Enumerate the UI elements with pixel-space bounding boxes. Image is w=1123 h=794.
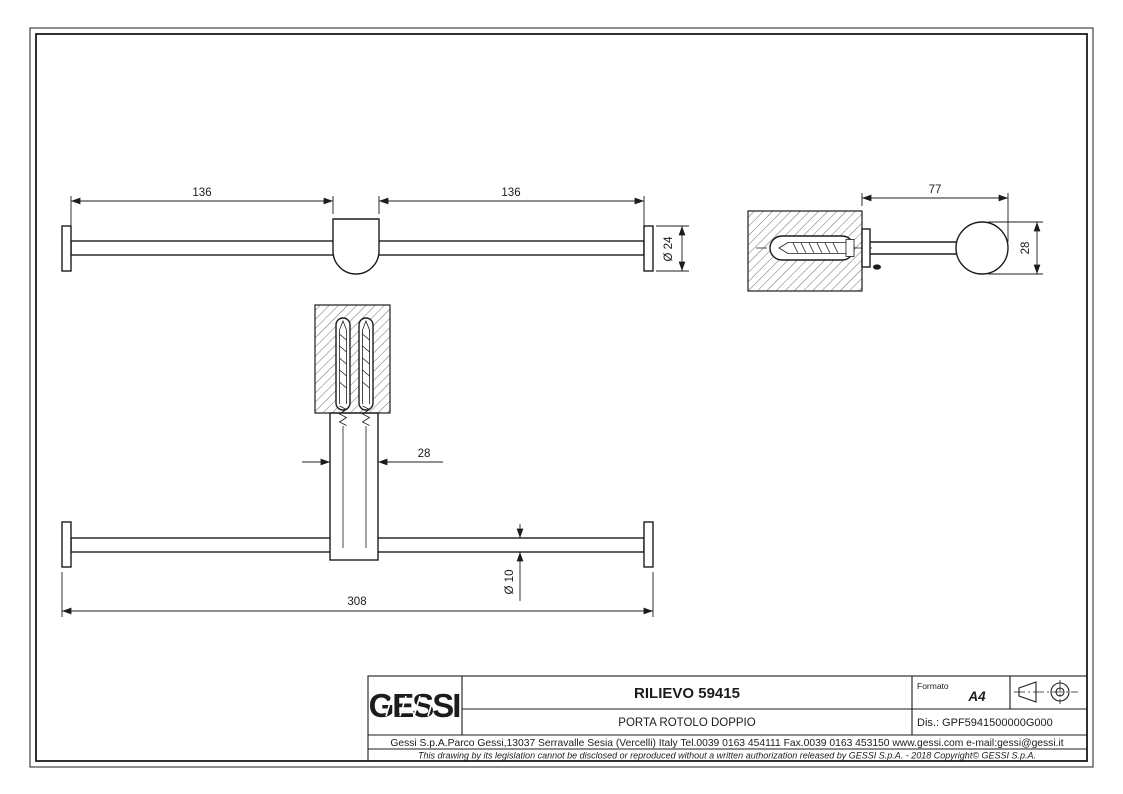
bottom-right-cap	[643, 521, 654, 568]
side-view: 77 28	[747, 184, 1043, 292]
dimension-77: 77	[861, 184, 1009, 242]
formato-value: A4	[967, 689, 986, 704]
anchor-hole-right	[358, 317, 374, 411]
company-address: Gessi S.p.A.Parco Gessi,13037 Serravalle…	[390, 738, 1063, 749]
side-end-cap	[955, 221, 1009, 275]
dim-label-136-left: 136	[192, 187, 211, 199]
dim-label-28-stem: 28	[418, 448, 431, 460]
bottom-view: 308 Ø 10	[61, 412, 654, 617]
dimension-136-left: 136	[70, 187, 334, 236]
wall-section-hatched-top	[314, 304, 391, 414]
dim-label-308: 308	[347, 596, 366, 608]
front-wall-mount	[332, 218, 380, 275]
formato-label: Formato	[917, 681, 949, 691]
front-left-cap	[61, 225, 72, 272]
dim-label-28-side: 28	[1020, 242, 1032, 255]
set-screw	[873, 264, 881, 270]
anchor-hole-left	[335, 317, 351, 411]
mount-stem	[329, 412, 379, 561]
dimension-308: 308	[61, 572, 654, 617]
dimension-28-stem: 28	[302, 448, 443, 466]
anchor-screw-right	[361, 319, 371, 426]
front-view: 136 136 Ø 24	[61, 187, 689, 275]
brand-wordmark: GESSI	[369, 687, 460, 724]
first-angle-projection-icon	[1014, 680, 1078, 704]
page-border	[29, 27, 1094, 768]
drawing-number: Dis.: GPF5941500000G000	[917, 717, 1053, 729]
copyright-disclaimer: This drawing by its legislation cannot b…	[418, 751, 1036, 761]
dim-label-diameter-24: Ø 24	[663, 236, 675, 262]
title-block: GESSI RILIEVO 59415 PORTA ROTOLO DOPPIO …	[367, 675, 1088, 762]
dimension-28-side: 28	[988, 221, 1043, 275]
bottom-left-cap	[61, 521, 72, 568]
wall-anchor-screw	[778, 239, 855, 257]
front-right-cap	[643, 225, 654, 272]
dim-label-diameter-10: Ø 10	[504, 570, 516, 595]
anchor-screw-left	[338, 319, 348, 426]
drawing-subtitle: PORTA ROTOLO DOPPIO	[618, 717, 755, 729]
wall-flange	[861, 228, 871, 268]
dimension-136-right: 136	[378, 187, 645, 236]
drawing-title: RILIEVO 59415	[634, 685, 740, 702]
dimension-diameter-10: Ø 10	[504, 524, 524, 601]
dim-label-77: 77	[929, 184, 942, 196]
top-view: 28	[302, 304, 443, 466]
dimension-diameter-24: Ø 24	[656, 225, 689, 272]
gessi-logo: GESSI	[369, 687, 462, 724]
dim-label-136-right: 136	[501, 187, 520, 199]
anchor-hole	[769, 235, 855, 261]
